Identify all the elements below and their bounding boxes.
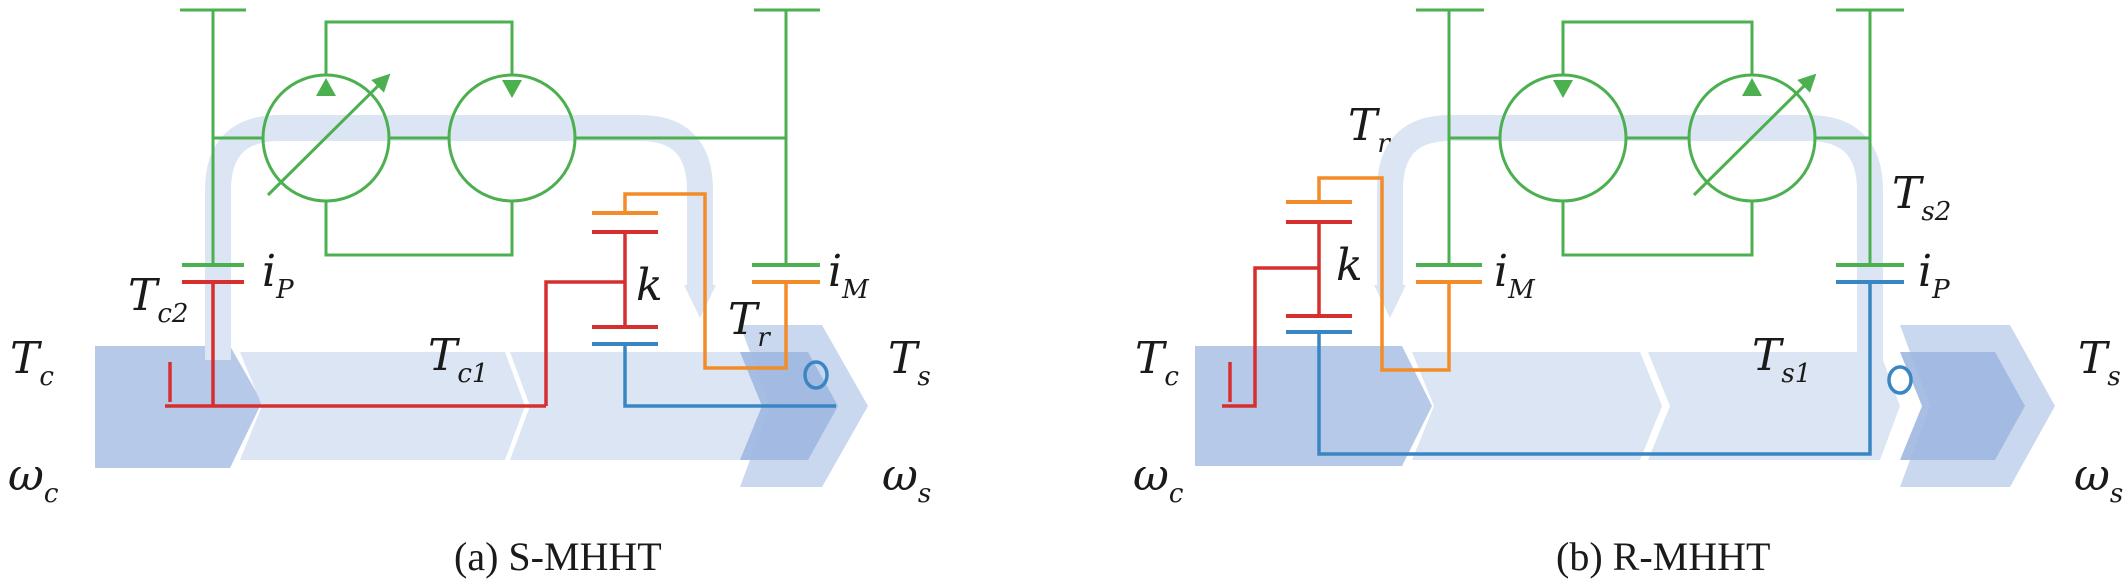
label-k: k [1336, 240, 1363, 291]
label-k: k [636, 260, 663, 311]
gear-im [1416, 263, 1482, 284]
label-Ts1: Ts1 [1752, 330, 1811, 389]
gear-im [752, 263, 820, 284]
hydraulic-circuit [180, 8, 820, 265]
hydraulic-flow-loop [205, 115, 713, 360]
motor-arrow-icon [502, 80, 522, 98]
panel-r-mhht: Tc ωc Tr k iM Ts2 iP Ts1 Ts ωs (b) R-MHH… [1133, 8, 2123, 579]
label-ws: ωs [882, 450, 931, 509]
label-iP: iP [262, 246, 294, 305]
label-Tc: Tc [1135, 333, 1179, 392]
label-Tr: Tr [1348, 100, 1391, 159]
label-Tc1: Tc1 [428, 330, 488, 389]
label-wc: ωc [8, 450, 59, 509]
label-Tc2: Tc2 [128, 270, 188, 329]
label-iM: iM [1494, 246, 1536, 305]
label-Ts: Ts [888, 333, 931, 392]
label-Ts: Ts [2078, 333, 2121, 392]
variable-pump-icon [1687, 73, 1817, 203]
hydraulic-circuit [1416, 8, 1904, 265]
carrier-shaft [165, 230, 658, 408]
label-Tr: Tr [728, 294, 771, 353]
pump-arrow-icon [316, 78, 336, 96]
sun-gear [592, 342, 836, 408]
panel-s-mhht: Tc ωc Tc2 iP Tc1 k Tr iM Ts ωs (a) S-MHH… [8, 8, 931, 579]
motor-icon [447, 73, 577, 203]
motor-icon [1498, 73, 1628, 203]
ring-gear [1286, 176, 1451, 372]
hydraulic-flow-loop [1377, 115, 1883, 360]
main-flow-band [1195, 325, 2055, 487]
sun-gear [1286, 282, 1913, 456]
ring-gear [592, 192, 788, 370]
motor-arrow-icon [1553, 80, 1573, 98]
variable-pump-icon [261, 73, 391, 203]
label-iM: iM [828, 246, 870, 305]
label-iP: iP [1918, 246, 1950, 305]
caption-a: (a) S-MHHT [454, 534, 662, 579]
label-ws: ωs [2074, 450, 2123, 509]
pump-arrow-icon [1742, 78, 1762, 96]
label-wc: ωc [1133, 450, 1184, 509]
label-Tc: Tc [10, 333, 54, 392]
label-Ts2: Ts2 [1892, 168, 1951, 227]
carrier-shaft [1222, 220, 1352, 408]
caption-b: (b) R-MHHT [1556, 534, 1770, 579]
